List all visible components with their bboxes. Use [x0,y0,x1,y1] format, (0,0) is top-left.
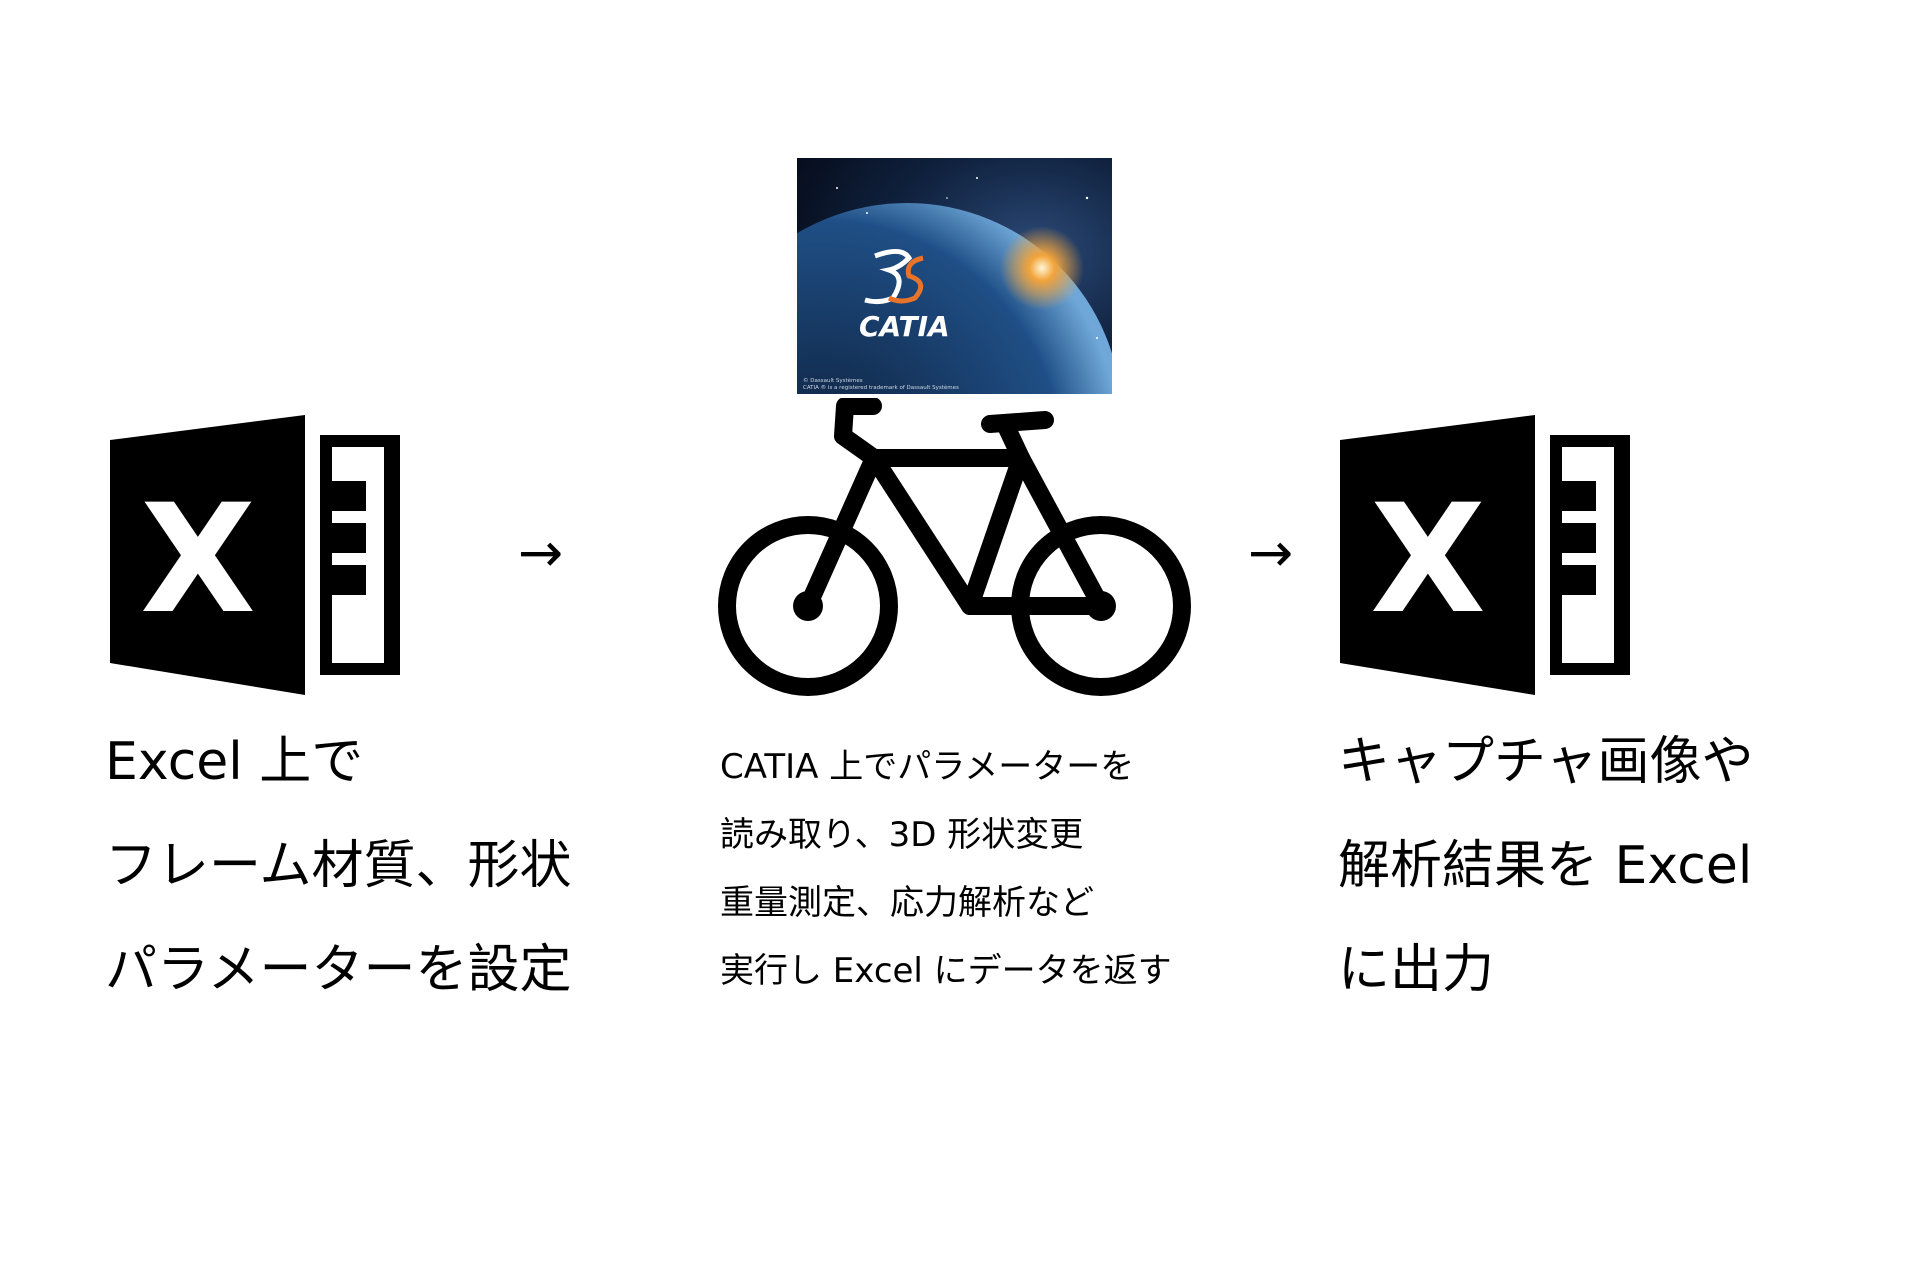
center-step-description: CATIA 上でパラメーターを 読み取り、3D 形状変更 重量測定、応力解析など… [720,742,1172,1014]
svg-text:X: X [140,473,256,647]
step-text-line: 実行し Excel にデータを返す [720,951,1172,991]
left-step-description: Excel 上で フレーム材質、形状 パラメーターを設定 [105,722,571,1034]
svg-text:X: X [1370,473,1486,647]
ds-logo-icon [864,249,924,305]
step-text-line: 重量測定、応力解析など [720,883,1094,923]
step-text-line: 読み取り、3D 形状変更 [720,815,1084,855]
catia-splash-graphic: CATIA © Dassault Systèmes CATIA ® is a r… [797,158,1112,394]
right-step-description: キャプチャ画像や 解析結果を Excel に出力 [1338,722,1753,1034]
step-text-line: パラメーターを設定 [105,940,572,1000]
step-text-line: フレーム材質、形状 [105,836,572,896]
flow-arrow: → [518,521,564,584]
step-text-line: Excel 上で [105,732,364,792]
flow-arrow: → [1248,521,1294,584]
step-text-line: CATIA 上でパラメーターを [720,747,1135,787]
excel-icon: X [110,415,400,695]
catia-splash-image: CATIA © Dassault Systèmes CATIA ® is a r… [797,158,1112,394]
copyright-line-1: © Dassault Systèmes [803,377,863,384]
excel-icon-graphic: X [1340,415,1630,695]
step-text-line: に出力 [1338,940,1495,1000]
excel-icon-graphic: X [110,415,400,695]
bicycle-icon-graphic [718,398,1191,696]
catia-logo-text: CATIA [859,310,950,343]
bicycle-icon [715,398,1195,703]
excel-icon: X [1340,415,1630,695]
step-text-line: 解析結果を Excel [1338,836,1753,896]
copyright-line-2: CATIA ® is a registered trademark of Das… [803,384,959,391]
step-text-line: キャプチャ画像や [1338,732,1754,792]
